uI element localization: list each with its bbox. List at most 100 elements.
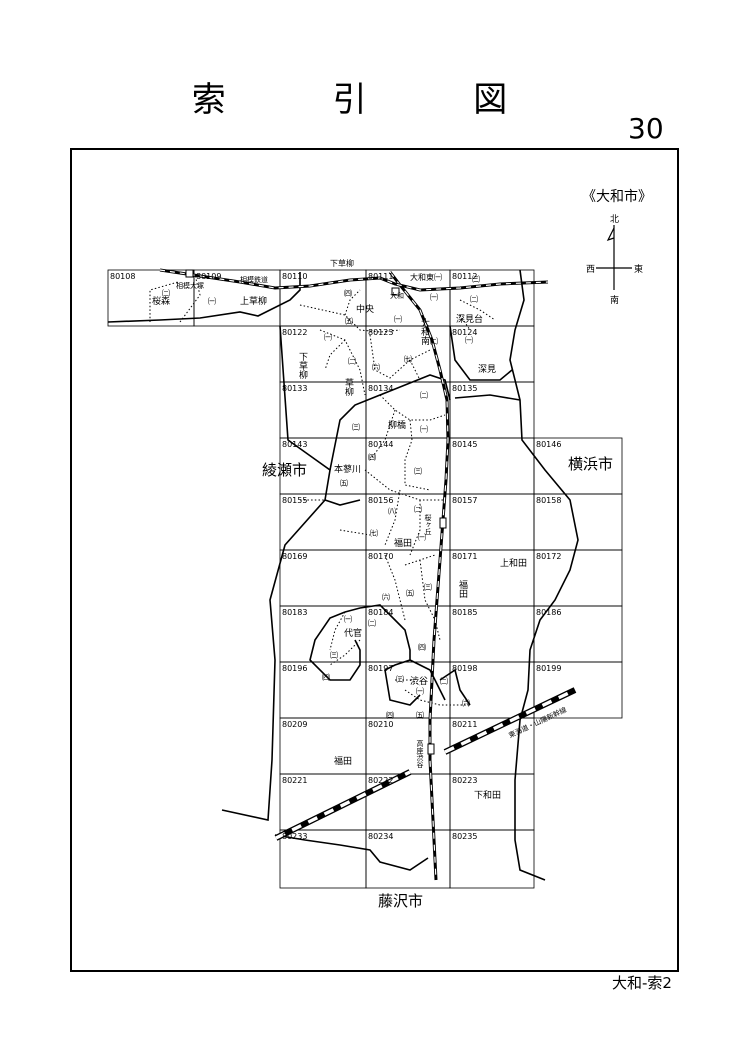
chome-label: ㈥	[462, 698, 470, 708]
chome-label: ㈠	[208, 296, 216, 306]
chome-label: ㈣	[322, 673, 330, 682]
cell-label: 80156	[368, 496, 393, 505]
chome-label: ㈡	[348, 356, 356, 366]
cell-label: 80108	[110, 272, 135, 281]
chome-label: ㈧	[388, 507, 396, 516]
place-label: 下和田	[474, 790, 501, 801]
chome-label: ㈠	[324, 332, 332, 342]
chome-label: ㈢	[352, 422, 360, 432]
sheet-reference: 大和-索2	[612, 974, 672, 992]
chome-label: ㈠	[465, 335, 473, 345]
chome-label: ㈠	[434, 272, 442, 282]
cell-label: 80110	[282, 272, 307, 281]
cell-label: 80233	[282, 832, 307, 841]
cell-label: 80170	[368, 552, 393, 561]
cell-label: 80134	[368, 384, 393, 393]
city-label: 《大和市》	[582, 188, 652, 205]
place-label: 福田	[334, 755, 352, 767]
station-label: 桜ヶ丘	[424, 513, 432, 535]
chome-label: ㈠	[418, 532, 426, 542]
chome-label: ㈦	[404, 354, 412, 364]
chome-label: ㈤	[345, 316, 353, 326]
cell-label: 80157	[452, 496, 477, 505]
cell-label: 80186	[536, 608, 561, 617]
cell-label: 80155	[282, 496, 307, 505]
cell-label: 80198	[452, 664, 477, 673]
cell-label: 80158	[536, 496, 561, 505]
station-label: 相模大塚	[176, 281, 204, 290]
cell-label: 80234	[368, 832, 393, 841]
cell-label: 80235	[452, 832, 477, 841]
place-label: 深見台	[456, 313, 483, 325]
cell-label: 80133	[282, 384, 307, 393]
place-label: 福田	[457, 579, 468, 599]
chome-label: ㈢	[396, 674, 404, 684]
chome-label: ㈢	[414, 466, 422, 476]
cell-label: 80183	[282, 608, 307, 617]
station-yamato	[391, 287, 400, 296]
chome-label: ㈥	[382, 592, 390, 602]
chome-label: ㈡	[162, 288, 170, 298]
chome-label: ㈣	[418, 643, 426, 652]
cell-label: 80123	[368, 328, 393, 337]
cell-label: 80196	[282, 664, 307, 673]
place-label: 代官	[344, 627, 362, 639]
chome-label: ㈥	[372, 362, 380, 372]
chome-label: ㈣	[386, 711, 394, 720]
city-ayase: 綾瀬市	[262, 461, 307, 479]
cell-label: 80124	[452, 328, 477, 337]
page-title: 索 引 図	[191, 80, 556, 120]
cell-label: 80111	[368, 272, 393, 281]
cell-label: 80210	[368, 720, 393, 729]
compass-south: 南	[610, 294, 619, 306]
page-number: 30	[628, 112, 664, 145]
chome-label: ㈣	[368, 453, 376, 462]
place-label: 草柳	[343, 377, 354, 397]
cell-label: 80122	[282, 328, 307, 337]
cell-label: 80112	[452, 272, 477, 281]
cell-label: 80221	[282, 776, 307, 785]
city-yokohama: 横浜市	[568, 455, 613, 473]
compass-west: 西	[586, 264, 595, 275]
place-label: 福田	[394, 537, 412, 549]
cell-label: 80144	[368, 440, 393, 449]
chome-label: ㈢	[472, 274, 480, 284]
chome-label: ㈠	[344, 614, 352, 624]
chome-label: ㈠	[394, 314, 402, 324]
place-label: 下草柳	[330, 258, 354, 268]
cell-label: 80209	[282, 720, 307, 729]
grid	[107, 269, 623, 889]
chome-label: ㈤	[340, 478, 348, 488]
place-label: 本蓼川	[334, 463, 361, 475]
chome-label: ㈡	[368, 618, 376, 628]
chome-label: ㈢	[330, 650, 338, 660]
cell-label: 80222	[368, 776, 393, 785]
place-label: 中央	[356, 303, 374, 315]
cell-label: 80171	[452, 552, 477, 561]
place-label: 渋谷	[410, 675, 428, 687]
cell-label: 80223	[452, 776, 477, 785]
stations	[185, 269, 447, 755]
cell-label: 80199	[536, 664, 561, 673]
compass	[596, 225, 632, 290]
compass-north: 北	[610, 214, 619, 225]
compass-east: 東	[634, 263, 643, 275]
cell-label: 80109	[196, 272, 221, 281]
place-label: 桜森	[152, 295, 170, 307]
cell-label: 80211	[452, 720, 477, 729]
cell-label: 80185	[452, 608, 477, 617]
chome-label: ㈢	[424, 582, 432, 592]
city-boundaries	[107, 269, 579, 881]
station-koza-shibuya	[427, 743, 435, 755]
boundary-west	[221, 325, 429, 871]
cell-label: 80146	[536, 440, 561, 449]
chome-label: ㈡	[470, 294, 478, 304]
station-label: 高座渋谷	[416, 739, 424, 769]
sotetsu-line	[159, 268, 549, 292]
chome-label: ㈡	[430, 336, 438, 346]
chome-label: ㈤	[406, 588, 414, 598]
chome-boundaries	[149, 274, 496, 706]
cell-label: 80172	[536, 552, 561, 561]
chome-label: ㈠	[416, 686, 424, 696]
